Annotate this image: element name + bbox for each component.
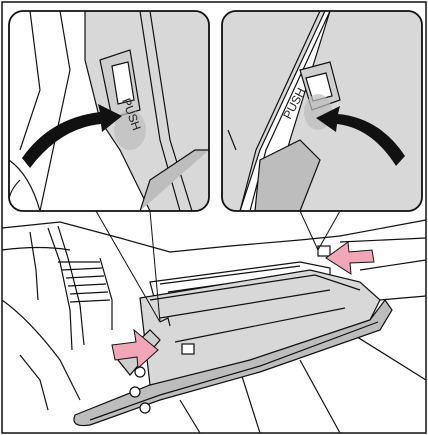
right-inset: PUSH (222, 11, 422, 211)
left-inset: PUSH (9, 11, 209, 211)
